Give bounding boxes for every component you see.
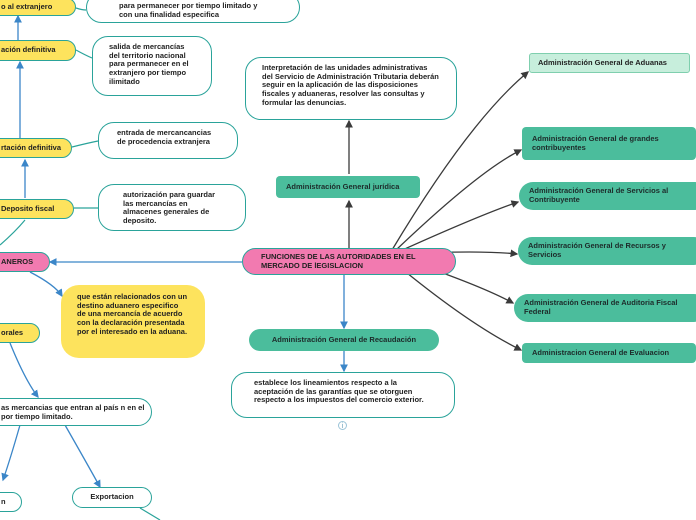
node-importacion-label: rtación definitiva — [1, 142, 62, 152]
link-temp-import — [1, 424, 21, 482]
node-aduaneros[interactable]: ANEROS — [0, 252, 50, 272]
node-recaudacion-desc-text: establece los lineamientos respecto a la… — [254, 378, 424, 405]
link-aduaneros-desc — [29, 271, 63, 298]
node-temporales-desc[interactable]: as mercancias que entran al país n en el… — [0, 398, 152, 426]
link-temp-export — [64, 424, 101, 489]
node-importacion-bottom[interactable]: n — [0, 492, 22, 512]
node-recaudacion-desc[interactable]: establece los lineamientos respecto a la… — [231, 372, 455, 418]
node-exportacion-desc-text: salida de mercancías del territorio naci… — [109, 42, 189, 86]
node-deposito-label: Deposito fiscal — [1, 203, 55, 213]
link-exportacion-desc — [75, 49, 93, 59]
node-juridica-desc[interactable]: Interpretación de las unidades administr… — [245, 57, 457, 120]
node-importacion-bottom-label: n — [1, 496, 6, 506]
node-temporal-top-label: o al extranjero — [1, 1, 53, 11]
node-deposito-desc[interactable]: autorización para guardar las mercancías… — [98, 184, 246, 231]
node-evaluacion-label: Administracion General de Evaluacion — [532, 347, 670, 357]
node-recursos-servicios[interactable]: Administración General de Recursos y Ser… — [518, 237, 696, 265]
node-evaluacion[interactable]: Administracion General de Evaluacion — [522, 343, 696, 363]
node-temporal-top-desc-text: para permanecer por tiempo limitado y co… — [119, 1, 258, 19]
node-aduaneros-desc[interactable]: que están relacionados con un destino ad… — [61, 285, 205, 358]
node-deposito[interactable]: Deposito fiscal — [0, 199, 74, 219]
node-importacion-desc[interactable]: entrada de mercancancias de procedencia … — [98, 122, 238, 159]
node-aduanas-label: Administración General de Aduanas — [538, 57, 667, 67]
center-topic[interactable]: FUNCIONES DE LAS AUTORIDADES EN EL MERCA… — [242, 248, 456, 275]
link-grandes — [395, 149, 523, 251]
node-temporal-extranjero[interactable]: o al extranjero — [0, 0, 76, 16]
node-importacion-definitiva[interactable]: rtación definitiva — [0, 138, 72, 158]
node-recaudacion[interactable]: Administración General de Recaudación — [249, 329, 439, 351]
node-recaudacion-label: Administración General de Recaudación — [271, 334, 417, 344]
link-evaluacion — [395, 263, 523, 351]
center-topic-text: FUNCIONES DE LAS AUTORIDADES EN EL MERCA… — [261, 251, 416, 270]
node-juridica-desc-text: Interpretación de las unidades administr… — [262, 63, 439, 107]
node-servicios-label: Administración General de Servicios al C… — [529, 186, 669, 204]
node-temporal-extranjero-desc[interactable]: para permanecer por tiempo limitado y co… — [86, 0, 300, 23]
node-exportacion-bottom[interactable]: Exportacion — [72, 487, 152, 508]
link-temporal-top-desc — [75, 7, 87, 11]
link-aduanas — [391, 71, 530, 251]
node-aduanas[interactable]: Administración General de Aduanas — [529, 53, 690, 73]
node-recursos-label: Administración General de Recursos y Ser… — [528, 241, 666, 259]
node-exportacion-label: ación definitiva — [1, 45, 56, 55]
node-temporales-desc-text: as mercancias que entran al país n en el… — [1, 403, 145, 421]
node-exportacion-desc[interactable]: salida de mercancías del territorio naci… — [92, 36, 212, 96]
node-temporales[interactable]: orales — [0, 323, 40, 343]
node-auditoria-fiscal[interactable]: Administración General de Auditoria Fisc… — [514, 294, 696, 322]
link-temporales — [9, 342, 39, 399]
link-servicios — [397, 200, 520, 253]
node-servicios-contribuyente[interactable]: Administración General de Servicios al C… — [519, 182, 696, 210]
node-grandes-label: Administración General de grandes contri… — [532, 133, 659, 152]
link-exportacion-bottom-tail — [139, 507, 161, 520]
node-exportacion-definitiva[interactable]: ación definitiva — [0, 40, 76, 61]
node-juridica[interactable]: Administración General jurídica — [276, 176, 420, 198]
node-grandes-contribuyentes[interactable]: Administración General de grandes contri… — [522, 127, 696, 160]
node-juridica-label: Administración General jurídica — [286, 181, 400, 191]
node-exportacion-bottom-label: Exportacion — [90, 492, 134, 502]
info-icon[interactable]: i — [338, 421, 347, 430]
node-temporales-label: orales — [1, 327, 24, 337]
node-aduaneros-label: ANEROS — [1, 256, 34, 266]
node-aduaneros-desc-text: que están relacionados con un destino ad… — [77, 292, 188, 336]
node-importacion-desc-text: entrada de mercancancias de procedencia … — [117, 128, 212, 146]
link-aduaneros-to-deposito — [0, 219, 26, 246]
node-auditoria-label: Administración General de Auditoria Fisc… — [524, 298, 678, 316]
node-deposito-desc-text: autorización para guardar las mercancías… — [123, 190, 216, 225]
link-importacion-desc — [71, 140, 99, 148]
